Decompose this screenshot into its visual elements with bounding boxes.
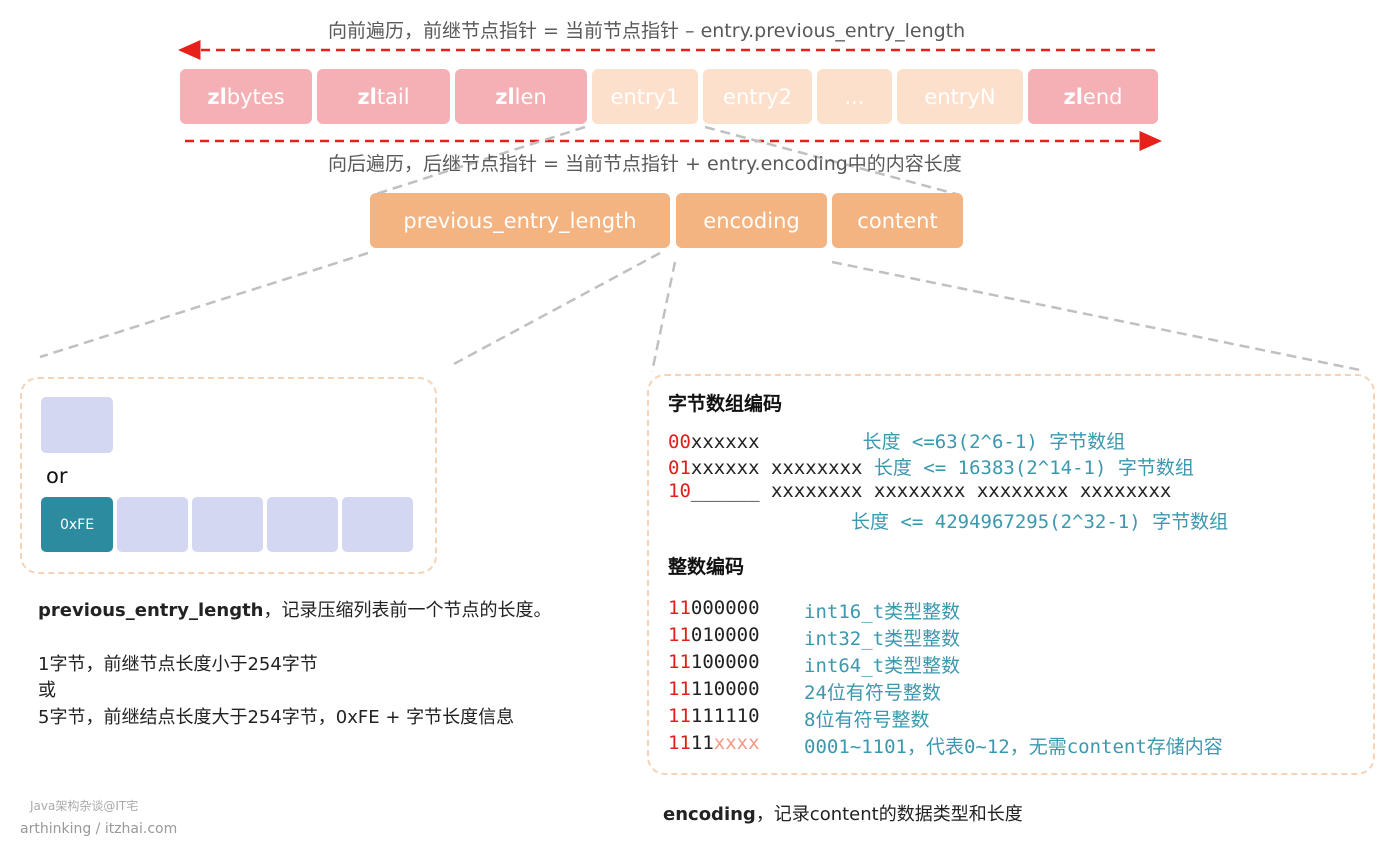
one-byte-cell xyxy=(41,397,113,453)
encoding-description: encoding，记录content的数据类型和长度 xyxy=(663,804,1023,825)
int-encoding-row: 11100000 xyxy=(668,651,760,673)
prev-length-line-2: 或 xyxy=(38,680,56,701)
int-encoding-row: 11111110 xyxy=(668,705,760,727)
byte-encoding-row: 01xxxxxx xxxxxxxx 长度 <= 16383(2^14-1) 字节… xyxy=(668,457,1194,479)
previous-entry-length-box: previous_entry_length xyxy=(370,193,670,248)
byte-array-encoding-title: 字节数组编码 xyxy=(668,393,783,415)
int-encoding-desc: int16_t类型整数 xyxy=(804,601,961,623)
ellipsis-box: ... xyxy=(817,69,892,124)
backward-traversal-caption: 向后遍历，后继节点指针 = 当前节点指针 + entry.encoding中的内… xyxy=(328,153,962,175)
encoding-detail-box xyxy=(647,374,1375,775)
length-byte-cell xyxy=(267,497,338,552)
watermark-line-1: Java架构杂谈@IT宅 xyxy=(30,799,139,813)
int-encoding-desc: 8位有符号整数 xyxy=(804,709,930,731)
0xfe-cell: 0xFE xyxy=(41,497,113,552)
prev-length-line-1: 1字节，前继节点长度小于254字节 xyxy=(38,654,318,675)
int-encoding-row: 11000000 xyxy=(668,597,760,619)
byte-encoding-row: 长度 <= 4294967295(2^32-1) 字节数组 xyxy=(851,511,1229,533)
byte-encoding-row: 00xxxxxx 长度 <=63(2^6-1) 字节数组 xyxy=(668,431,1126,453)
integer-encoding-title: 整数编码 xyxy=(668,556,745,578)
entry2-box: entry2 xyxy=(703,69,812,124)
int-encoding-desc: int32_t类型整数 xyxy=(804,628,961,650)
watermark-line-2: arthinking / itzhai.com xyxy=(20,821,178,837)
prev-length-line-3: 5字节，前继结点长度大于254字节，0xFE + 字节长度信息 xyxy=(38,707,515,728)
encoding-box: encoding xyxy=(676,193,827,248)
or-label: or xyxy=(46,464,68,488)
length-byte-cell xyxy=(342,497,413,552)
prev-length-description: previous_entry_length，记录压缩列表前一个节点的长度。 xyxy=(38,600,552,621)
prev-length-detail-box xyxy=(20,377,437,574)
forward-traversal-caption: 向前遍历，前继节点指针 = 当前节点指针 – entry.previous_en… xyxy=(328,20,966,42)
int-encoding-desc: int64_t类型整数 xyxy=(804,655,961,677)
int-encoding-row: 1111xxxx xyxy=(668,732,760,754)
entryN-box: entryN xyxy=(897,69,1023,124)
int-encoding-desc: 0001~1101，代表0~12，无需content存储内容 xyxy=(804,736,1223,758)
length-byte-cell xyxy=(117,497,188,552)
int-encoding-row: 11010000 xyxy=(668,624,760,646)
byte-encoding-row: 10______ xxxxxxxx xxxxxxxx xxxxxxxx xxxx… xyxy=(668,480,1172,502)
int-encoding-desc: 24位有符号整数 xyxy=(804,682,941,704)
length-byte-cell xyxy=(192,497,263,552)
entry1-box: entry1 xyxy=(592,69,698,124)
content-box: content xyxy=(832,193,963,248)
int-encoding-row: 11110000 xyxy=(668,678,760,700)
